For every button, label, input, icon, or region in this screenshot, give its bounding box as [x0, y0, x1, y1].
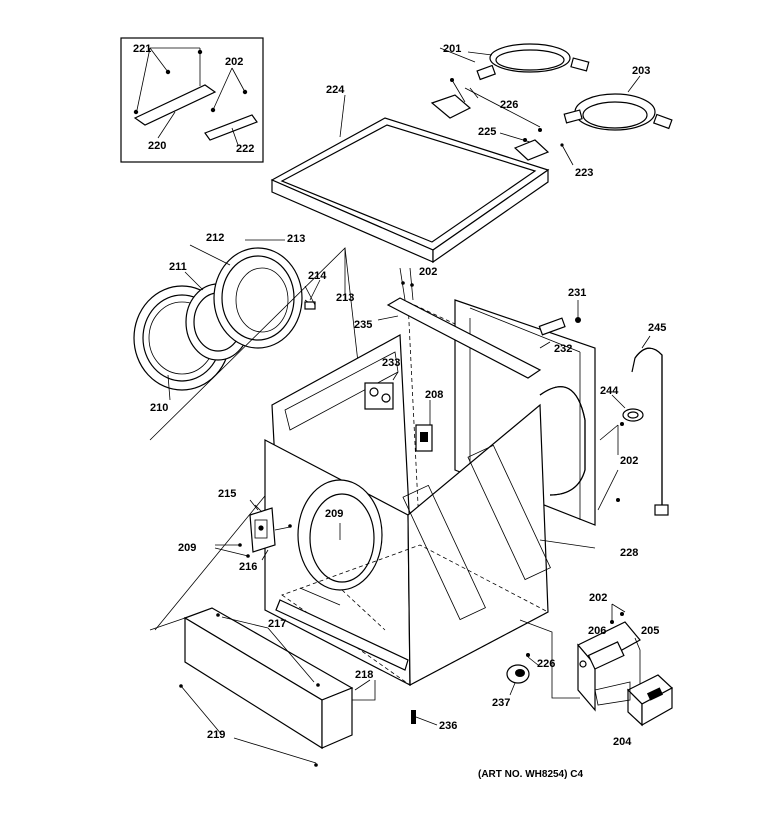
label-202-top: 202 — [419, 266, 437, 278]
label-210: 210 — [150, 402, 168, 414]
label-218: 218 — [355, 669, 373, 681]
label-245: 245 — [648, 322, 666, 334]
label-237: 237 — [492, 697, 510, 709]
screws-202-right — [539, 422, 624, 549]
label-220: 220 — [148, 140, 166, 152]
part-labels: 221 202 220 222 201 203 224 226 225 223 … — [133, 43, 666, 748]
label-222: 222 — [236, 143, 254, 155]
label-244: 244 — [600, 385, 619, 397]
label-217: 217 — [268, 618, 286, 630]
label-231: 231 — [568, 287, 586, 299]
drain-hose-245 — [631, 347, 669, 516]
inset-bracket-box — [120, 37, 264, 163]
door-gasket-212 — [213, 247, 303, 349]
inlet-hose-201 — [467, 43, 590, 81]
label-232: 232 — [554, 343, 572, 355]
screw-226-bottom — [519, 619, 580, 699]
screws-217 — [216, 613, 320, 687]
door-frame-lines — [149, 247, 361, 631]
label-233: 233 — [382, 357, 400, 369]
label-202-right: 202 — [620, 455, 638, 467]
label-212: 212 — [206, 232, 224, 244]
label-225: 225 — [478, 126, 496, 138]
label-208: 208 — [425, 389, 443, 401]
part-208 — [415, 400, 433, 452]
label-201: 201 — [443, 43, 461, 55]
clamp-244 — [622, 408, 644, 422]
label-202-inset: 202 — [225, 56, 243, 68]
part-204 — [594, 674, 674, 727]
hinge-215 — [214, 504, 292, 561]
label-216: 216 — [239, 561, 257, 573]
label-213-side: 213 — [336, 292, 354, 304]
screws-219 — [179, 684, 318, 767]
label-221: 221 — [133, 43, 151, 55]
top-hinge-brackets — [430, 78, 574, 166]
inlet-hose-203 — [563, 75, 673, 131]
label-209-hinge: 209 — [178, 542, 196, 554]
art-number: (ART NO. WH8254) C4 — [478, 769, 583, 780]
base-tray — [275, 587, 409, 671]
valve-233 — [364, 371, 399, 410]
pipe-elbow — [539, 386, 586, 496]
screw-236 — [411, 710, 438, 726]
rear-bracket-235 — [386, 267, 542, 379]
leader-lines — [167, 47, 651, 691]
control-assembly-205 — [577, 603, 641, 712]
label-224: 224 — [326, 84, 345, 96]
label-203: 203 — [632, 65, 650, 77]
label-211: 211 — [169, 261, 187, 273]
label-235: 235 — [354, 319, 372, 331]
label-209-door: 209 — [325, 508, 343, 520]
part-237 — [506, 664, 530, 696]
label-205: 205 — [641, 625, 659, 637]
label-202-lower: 202 — [589, 592, 607, 604]
label-214: 214 — [308, 270, 327, 282]
top-panel-224 — [270, 94, 550, 264]
label-223: 223 — [575, 167, 593, 179]
label-226-top: 226 — [500, 99, 518, 111]
label-215: 215 — [218, 488, 236, 500]
label-236: 236 — [439, 720, 457, 732]
label-226-bottom: 226 — [537, 658, 555, 670]
label-228: 228 — [620, 547, 638, 559]
label-206: 206 — [588, 625, 606, 637]
label-219: 219 — [207, 729, 225, 741]
label-204: 204 — [613, 736, 632, 748]
label-213-top: 213 — [287, 233, 305, 245]
part-231 — [538, 300, 581, 336]
